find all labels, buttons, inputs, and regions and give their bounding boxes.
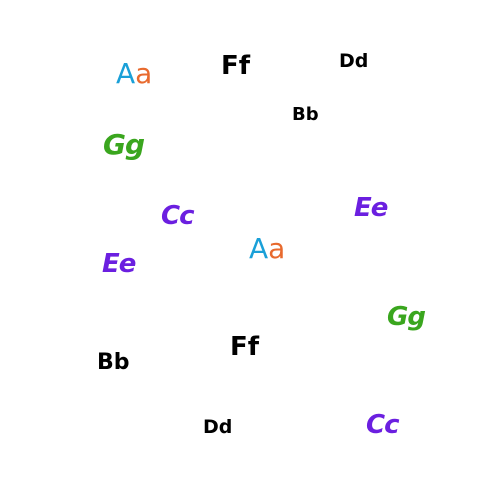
tile-bb-2[interactable]: Bb <box>97 352 130 374</box>
tile-cc-2[interactable]: Cc <box>366 410 400 440</box>
tile-gg-2-lower: g <box>407 302 426 332</box>
tile-cc-1-upper: C <box>161 201 180 231</box>
tile-cc-1[interactable]: Cc <box>161 201 195 231</box>
tile-ee-2[interactable]: Ee <box>102 249 137 279</box>
tile-aa-1-lower: a <box>135 57 153 90</box>
tile-ff-1-lower: f <box>238 51 251 81</box>
tile-bb-1-lower: b <box>305 104 319 125</box>
tile-ee-1-upper: E <box>354 193 372 223</box>
tile-ee-1-lower: e <box>370 193 389 223</box>
tile-dd-2[interactable]: Dd <box>203 418 232 437</box>
tile-aa-2-upper: A <box>249 232 269 265</box>
tile-bb-2-lower: b <box>113 350 130 375</box>
tile-dd-1-lower: d <box>354 50 369 72</box>
tile-aa-2-lower: a <box>268 232 286 265</box>
tile-gg-1[interactable]: Gg <box>103 128 145 161</box>
tile-bb-2-upper: B <box>97 350 114 375</box>
tile-gg-1-upper: G <box>103 128 126 161</box>
tile-ee-2-upper: E <box>102 249 120 279</box>
tile-ff-2-upper: F <box>230 332 248 362</box>
tile-gg-2[interactable]: Gg <box>387 302 426 332</box>
tile-dd-2-lower: d <box>218 416 233 438</box>
tile-ee-2-lower: e <box>118 249 137 279</box>
tile-ff-2[interactable]: Ff <box>230 334 259 360</box>
tile-ff-2-lower: f <box>247 332 260 362</box>
tile-cc-1-lower: c <box>179 201 194 231</box>
tile-dd-1-upper: D <box>339 50 355 72</box>
tile-cc-2-upper: C <box>366 410 385 440</box>
tile-aa-1[interactable]: Aa <box>116 60 152 88</box>
tile-dd-2-upper: D <box>203 416 219 438</box>
tile-ee-1[interactable]: Ee <box>354 193 389 223</box>
tile-ff-1[interactable]: Ff <box>221 53 250 79</box>
tile-dd-1[interactable]: Dd <box>339 52 368 71</box>
tile-gg-2-upper: G <box>387 302 408 332</box>
tile-bb-1[interactable]: Bb <box>292 106 319 124</box>
tile-aa-1-upper: A <box>116 57 136 90</box>
tile-bb-1-upper: B <box>292 104 306 125</box>
tile-gg-1-lower: g <box>124 128 145 161</box>
tile-aa-2[interactable]: Aa <box>249 235 285 263</box>
tile-ff-1-upper: F <box>221 51 239 81</box>
tile-cc-2-lower: c <box>384 410 399 440</box>
